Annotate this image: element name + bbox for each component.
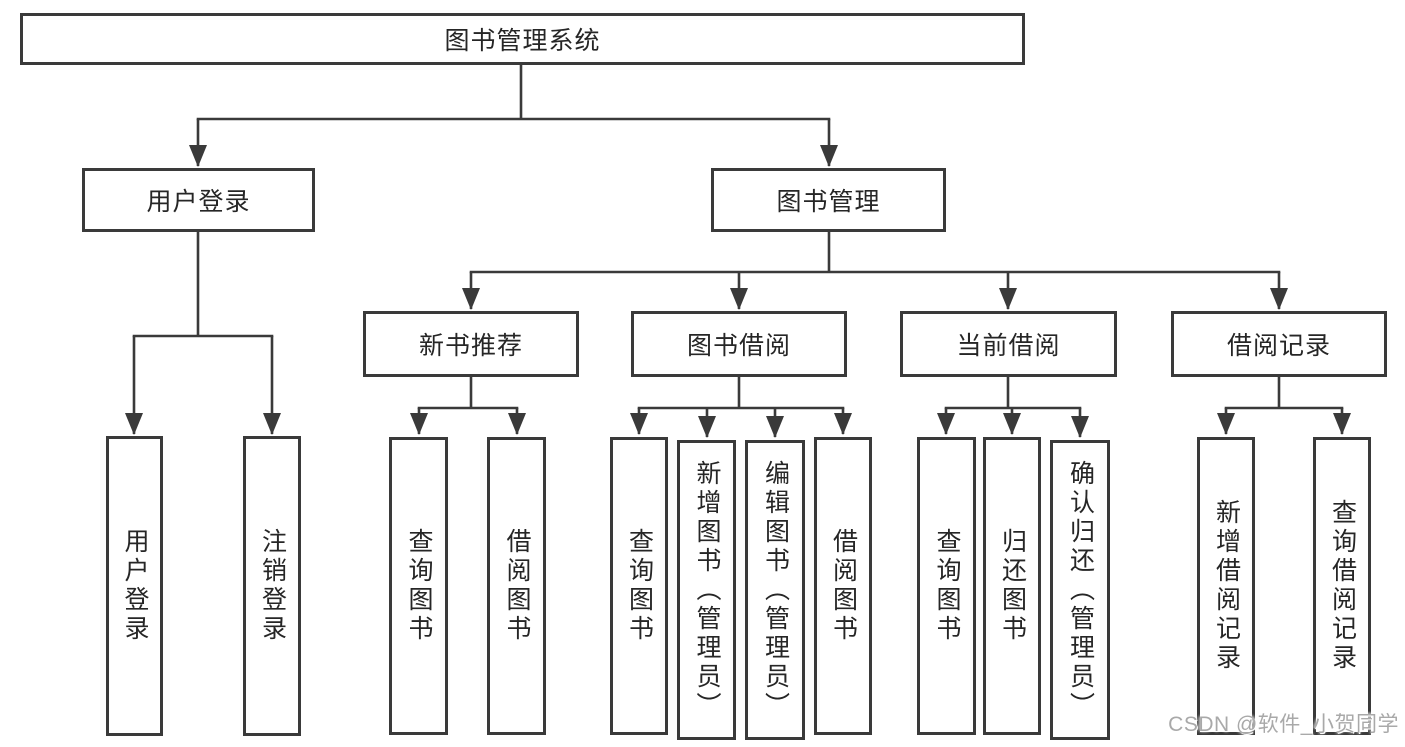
node-label: 查询图书 xyxy=(625,528,654,644)
leaf-records-query-borrow-record: 查询借阅记录 xyxy=(1313,437,1371,735)
node-label: 编辑图书（管理员） xyxy=(761,459,790,721)
node-new-book-recommend: 新书推荐 xyxy=(363,311,579,377)
node-borrowing-records: 借阅记录 xyxy=(1171,311,1387,377)
node-label: 新增借阅记录 xyxy=(1212,499,1241,673)
leaf-borrowing-query-books: 查询图书 xyxy=(610,437,668,735)
node-label: 查询图书 xyxy=(933,528,961,644)
leaf-records-add-borrow-record: 新增借阅记录 xyxy=(1197,437,1255,735)
node-label: 归还图书 xyxy=(998,528,1027,644)
node-label: 用户登录 xyxy=(121,528,149,644)
node-label: 当前借阅 xyxy=(956,332,1061,360)
leaf-current-confirm-return-admin: 确认归还（管理员） xyxy=(1050,440,1110,740)
node-book-management: 图书管理 xyxy=(711,168,946,232)
node-label: 借阅图书 xyxy=(503,528,531,644)
node-label: 注销登录 xyxy=(258,528,287,644)
leaf-recommend-query-books: 查询图书 xyxy=(389,437,448,735)
node-label: 用户登录 xyxy=(146,188,251,216)
node-label: 新增图书（管理员） xyxy=(693,459,721,721)
node-library-management-system: 图书管理系统 xyxy=(20,13,1025,65)
node-label: 借阅记录 xyxy=(1226,332,1331,360)
node-label: 查询图书 xyxy=(405,528,433,644)
leaf-current-return-books: 归还图书 xyxy=(983,437,1041,735)
node-user-login: 用户登录 xyxy=(82,168,315,232)
leaf-logout-login: 注销登录 xyxy=(243,436,301,736)
node-book-borrowing: 图书借阅 xyxy=(631,311,847,377)
leaf-recommend-borrow-books: 借阅图书 xyxy=(487,437,546,735)
node-label: 图书借阅 xyxy=(686,332,791,360)
leaf-borrowing-add-books-admin: 新增图书（管理员） xyxy=(677,440,736,740)
node-label: 新书推荐 xyxy=(418,332,523,360)
leaf-current-query-books: 查询图书 xyxy=(917,437,976,735)
node-label: 图书管理 xyxy=(776,188,881,216)
node-label: 图书管理系统 xyxy=(444,27,601,55)
node-label: 确认归还（管理员） xyxy=(1066,459,1095,721)
node-current-borrowing: 当前借阅 xyxy=(900,311,1117,377)
leaf-borrowing-edit-books-admin: 编辑图书（管理员） xyxy=(745,440,805,740)
leaf-borrowing-borrow-books: 借阅图书 xyxy=(814,437,872,735)
leaf-user-login: 用户登录 xyxy=(106,436,163,736)
node-label: 查询借阅记录 xyxy=(1328,499,1357,673)
node-label: 借阅图书 xyxy=(829,528,858,644)
